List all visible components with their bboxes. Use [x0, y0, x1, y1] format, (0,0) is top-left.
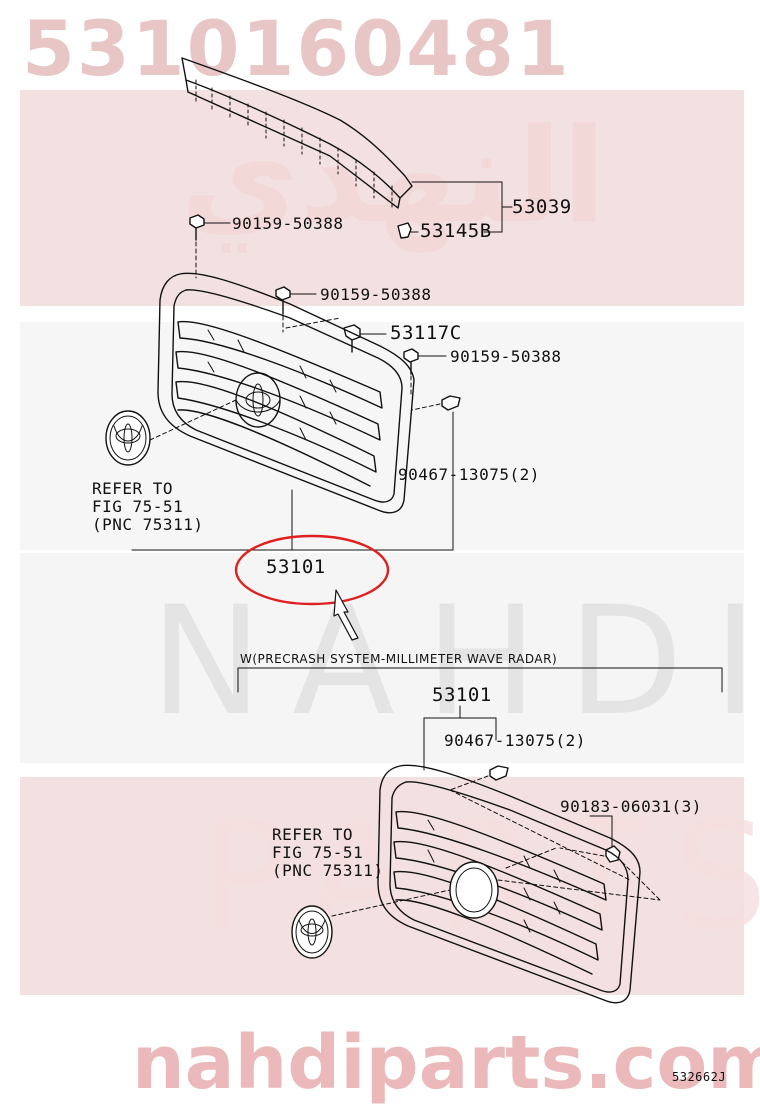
refer-upper-line3: (PNC 75311) — [92, 515, 204, 534]
watermark-site: nahdiparts.com — [132, 1020, 760, 1106]
watermark-band-bottom — [20, 777, 744, 995]
grille-upper — [157, 272, 415, 514]
highlight-ellipse — [234, 534, 390, 606]
watermark-arabic: النهدي — [180, 100, 607, 252]
pointer-arrow — [333, 589, 359, 641]
variant-bracket — [237, 667, 723, 693]
leader-53039 — [409, 181, 513, 233]
watermark-band-top — [20, 90, 744, 306]
clip-90467-a — [411, 395, 461, 463]
molding-strip — [181, 57, 413, 211]
clip-90183 — [559, 815, 661, 901]
refer-lower: REFER TO FIG 75-51 (PNC 75311) — [272, 826, 383, 880]
bolt-90159-b — [275, 286, 317, 333]
label-53039: 53039 — [512, 196, 572, 218]
watermark-nahdi: NAHDI — [150, 575, 760, 749]
watermark-part-number: 5310160481 — [22, 4, 571, 93]
illustration-code: 532662J — [672, 1070, 727, 1084]
grille-lower — [377, 764, 661, 1004]
label-53101-lower: 53101 — [432, 684, 492, 706]
emblem-lower — [291, 889, 451, 959]
label-90159-b: 90159-50388 — [320, 285, 432, 304]
leader-53101-upper — [131, 461, 454, 551]
refer-upper: REFER TO FIG 75-51 (PNC 75311) — [92, 480, 203, 534]
refer-lower-line3: (PNC 75311) — [272, 861, 384, 880]
watermark-band-lower — [20, 553, 744, 763]
label-53101-upper: 53101 — [266, 556, 326, 578]
clip-90467-b — [449, 765, 509, 791]
label-90159-c: 90159-50388 — [450, 347, 562, 366]
bolt-90159-a — [189, 214, 231, 279]
clip-53145b — [397, 222, 412, 239]
label-90159-a: 90159-50388 — [232, 214, 344, 233]
refer-upper-line1: REFER TO — [92, 479, 174, 498]
bolt-90159-c — [403, 348, 447, 397]
variant-header: W(PRECRASH SYSTEM-MILLIMETER WAVE RADAR) — [240, 652, 558, 666]
label-90467-b: 90467-13075(2) — [444, 731, 586, 750]
label-90467-a: 90467-13075(2) — [398, 465, 540, 484]
label-53117c: 53117C — [390, 322, 462, 344]
refer-upper-line2: FIG 75-51 — [92, 497, 184, 516]
label-90183: 90183-06031(3) — [560, 797, 702, 816]
label-53145b: 53145B — [420, 220, 492, 242]
refer-lower-line2: FIG 75-51 — [272, 843, 364, 862]
refer-lower-line1: REFER TO — [272, 825, 354, 844]
emblem-upper — [105, 399, 237, 466]
leader-53101-lower — [423, 705, 497, 771]
